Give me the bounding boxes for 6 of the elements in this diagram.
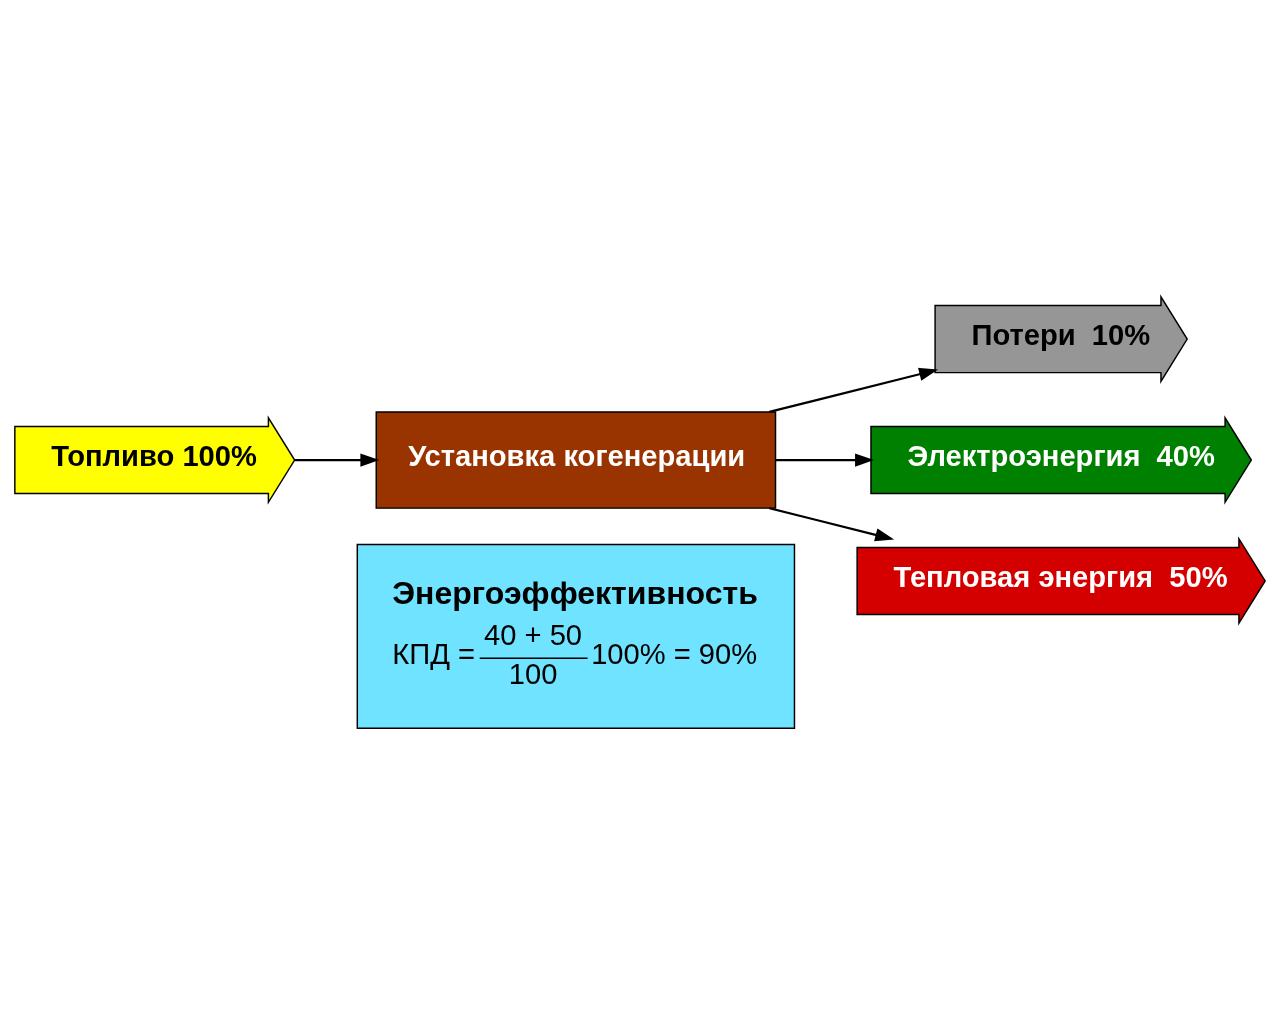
- arrow: [294, 452, 380, 467]
- arrow: [769, 367, 939, 413]
- node-box: Установка когенерации: [375, 410, 777, 509]
- node-box: Энергоэффективность КПД = 40 + 50 100% = 90% 100: [356, 543, 796, 729]
- arrow: [769, 506, 895, 541]
- arrow: [775, 452, 875, 467]
